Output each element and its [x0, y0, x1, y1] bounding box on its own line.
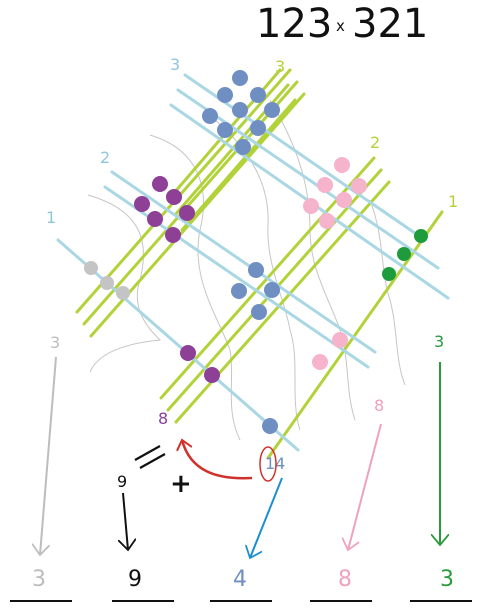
intersection-dot — [152, 176, 168, 192]
intersection-dot — [312, 354, 328, 370]
column-sum-5: 3 — [434, 332, 444, 351]
result-row: 3 9 4 8 3 — [10, 567, 472, 602]
intersections-gray — [84, 261, 130, 300]
intersection-dot — [134, 196, 150, 212]
intersection-dot — [116, 286, 130, 300]
intersection-dot — [147, 211, 163, 227]
result-digit-5: 3 — [440, 567, 454, 592]
intersection-dot — [397, 247, 411, 261]
intersection-dot — [317, 177, 333, 193]
intersection-dot — [264, 102, 280, 118]
arrow-col3 — [250, 477, 283, 558]
green-label-2: 2 — [370, 133, 380, 152]
column-separator — [149, 134, 241, 441]
column-separator — [369, 199, 406, 386]
arrow-col2 — [123, 492, 128, 550]
intersection-dot — [248, 262, 264, 278]
intersection-dot — [319, 213, 335, 229]
intersection-dot — [217, 87, 233, 103]
carry-arrow — [182, 440, 253, 480]
green-line — [75, 68, 292, 314]
intersection-dot — [180, 345, 196, 361]
column-sum-4: 8 — [374, 396, 384, 415]
intersection-dot — [202, 108, 218, 124]
result-arrows — [40, 356, 440, 558]
blue-line — [110, 170, 377, 354]
intersection-dot — [204, 367, 220, 383]
result-digit-1: 3 — [32, 567, 46, 592]
intersection-dot — [251, 304, 267, 320]
blue-label-3: 3 — [170, 55, 180, 74]
result-digit-3: 4 — [233, 567, 247, 592]
column-separator — [214, 119, 301, 431]
intersection-dot — [179, 205, 195, 221]
intersections-blue — [202, 70, 280, 434]
intersection-dot — [334, 157, 350, 173]
intersection-dot — [166, 189, 182, 205]
intersection-dot — [232, 70, 248, 86]
intersection-dot — [262, 418, 278, 434]
intersection-dot — [264, 282, 280, 298]
intersection-dot — [217, 122, 233, 138]
intersection-dot — [303, 198, 319, 214]
result-digit-4: 8 — [338, 567, 352, 592]
arrow-col4 — [348, 423, 382, 550]
equals-sign — [134, 445, 161, 461]
intersections-pink — [303, 157, 367, 370]
carry-annotation: + 9 — [117, 440, 277, 499]
column-sums: 3 8 14 8 3 — [50, 332, 444, 473]
carry-circle — [259, 446, 277, 482]
times-sign: x — [336, 17, 345, 35]
intersection-dot — [336, 192, 352, 208]
intersection-dot — [231, 283, 247, 299]
column-sum-3: 14 — [265, 454, 285, 473]
intersection-dot — [235, 139, 251, 155]
column-separator — [269, 99, 356, 421]
equals-sign — [139, 453, 166, 469]
green-line — [266, 210, 444, 460]
intersection-dot — [250, 120, 266, 136]
arrow-col1 — [40, 356, 57, 555]
intersection-dot — [382, 267, 396, 281]
intersections-green — [382, 229, 428, 281]
intersection-dot — [232, 102, 248, 118]
left-operand: 123 — [256, 1, 332, 47]
intersection-dot — [84, 261, 98, 275]
intersection-dot — [100, 276, 114, 290]
intersection-dot — [250, 87, 266, 103]
problem-title: 123 x 321 — [256, 1, 428, 47]
green-label-1: 1 — [448, 192, 458, 211]
right-operand: 321 — [352, 1, 428, 47]
blue-line — [176, 88, 440, 270]
intersection-dot — [351, 178, 367, 194]
column-separators — [87, 99, 406, 441]
intersection-dot — [165, 227, 181, 243]
blue-label-2: 2 — [100, 148, 110, 167]
column-sum-2: 8 — [158, 409, 168, 428]
green-label-3: 3 — [275, 57, 285, 76]
line-labels: 3 2 1 3 2 1 — [46, 55, 458, 227]
carry-new-value: 9 — [117, 472, 127, 491]
intersection-dot — [414, 229, 428, 243]
plus-sign: + — [170, 469, 192, 499]
blue-line — [56, 238, 300, 452]
green-line — [180, 98, 297, 232]
green-line — [174, 180, 391, 424]
result-digit-2: 9 — [128, 567, 142, 592]
blue-label-1: 1 — [46, 208, 56, 227]
column-sum-1: 3 — [50, 333, 60, 352]
intersections-purple — [134, 176, 220, 383]
intersection-dot — [332, 332, 348, 348]
